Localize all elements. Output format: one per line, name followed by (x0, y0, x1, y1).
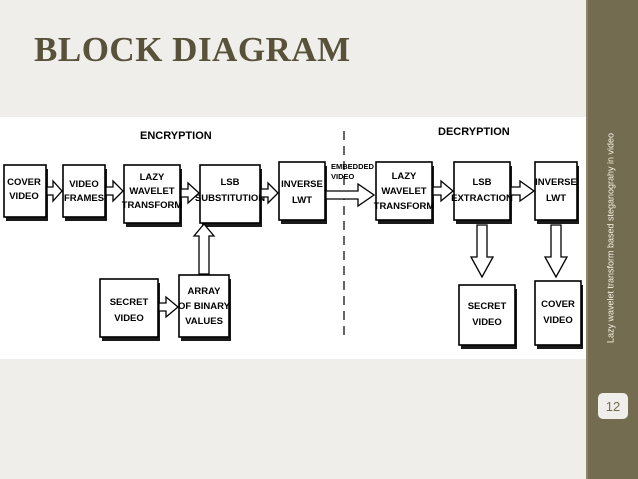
decryption-heading: DECRYPTION (438, 126, 510, 138)
block-label: EXTRACTION (451, 193, 513, 204)
arrow-right-6 (510, 179, 536, 203)
block-cover-video-in: COVER VIDEO (3, 164, 48, 221)
arrow-right-1 (46, 179, 63, 203)
block-lazy-wavelet-decrypt: LAZY WAVELET TRANSFORM (374, 161, 435, 224)
block-video-frames: VIDEO FRAMES (62, 164, 107, 221)
block-label: LAZY (392, 171, 417, 182)
block-label: VIDEO (543, 315, 573, 326)
block-label: LWT (292, 195, 312, 206)
block-array-binary: ARRAY OF BINARY VALUES (178, 274, 231, 341)
embedded-label-2: VIDEO (331, 172, 355, 181)
page-number: 12 (605, 399, 621, 414)
block-label: WAVELET (381, 186, 426, 197)
block-label: ARRAY (188, 286, 222, 297)
arrow-right-4 (260, 181, 279, 205)
block-label: VALUES (185, 316, 223, 327)
arrow-right-3 (180, 181, 200, 205)
arrow-down-extraction (469, 224, 495, 279)
arrow-right-5 (432, 179, 455, 203)
block-label: VIDEO (472, 317, 502, 328)
block-label: FRAMES (64, 193, 104, 204)
block-label: INVERSE (535, 177, 577, 188)
block-label: COVER (541, 299, 575, 310)
block-label: SUBSTITUTION (195, 193, 265, 204)
block-label: TRANSFORM (122, 200, 183, 211)
sidebar-divider (586, 0, 588, 479)
arrow-right-secret (158, 295, 180, 319)
block-label: OF BINARY (178, 301, 231, 312)
embedded-label-1: EMBEDDED (331, 162, 375, 171)
block-label: SECRET (110, 297, 149, 308)
encryption-heading: ENCRYPTION (140, 130, 212, 142)
arrow-right-2 (105, 179, 124, 203)
block-lsb-substitution: LSB SUBSTITUTION (195, 164, 265, 227)
block-inverse-lwt-encrypt: INVERSE LWT (278, 161, 327, 224)
block-label: LSB (473, 177, 492, 188)
block-label: VIDEO (9, 191, 39, 202)
block-secret-video-in: SECRET VIDEO (99, 278, 160, 341)
arrow-up-array (192, 222, 216, 275)
block-inverse-lwt-decrypt: INVERSE LWT (534, 161, 579, 224)
block-label: LSB (221, 177, 240, 188)
block-label: LWT (546, 193, 566, 204)
arrow-right-embedded (325, 182, 376, 208)
sidebar-caption: Lazy wavelet transform based steganograh… (605, 132, 616, 344)
block-secret-video-out: SECRET VIDEO (458, 284, 517, 349)
page-number-box: 12 (597, 392, 629, 420)
block-label: LAZY (140, 172, 165, 183)
block-diagram: ENCRYPTION DECRYPTION EMBEDDED VIDEO COV… (3, 126, 583, 349)
block-cover-video-out: COVER VIDEO (534, 280, 583, 349)
block-label: SECRET (468, 301, 507, 312)
block-label: COVER (7, 177, 41, 188)
arrow-down-inverse (543, 224, 569, 279)
block-label: VIDEO (114, 313, 144, 324)
block-label: TRANSFORM (374, 201, 435, 212)
block-lsb-extraction: LSB EXTRACTION (451, 161, 513, 224)
block-label: VIDEO (69, 179, 99, 190)
block-label: INVERSE (281, 179, 323, 190)
slide-title: BLOCK DIAGRAM (34, 30, 351, 69)
block-label: WAVELET (129, 186, 174, 197)
block-lazy-wavelet-encrypt: LAZY WAVELET TRANSFORM (122, 164, 183, 227)
